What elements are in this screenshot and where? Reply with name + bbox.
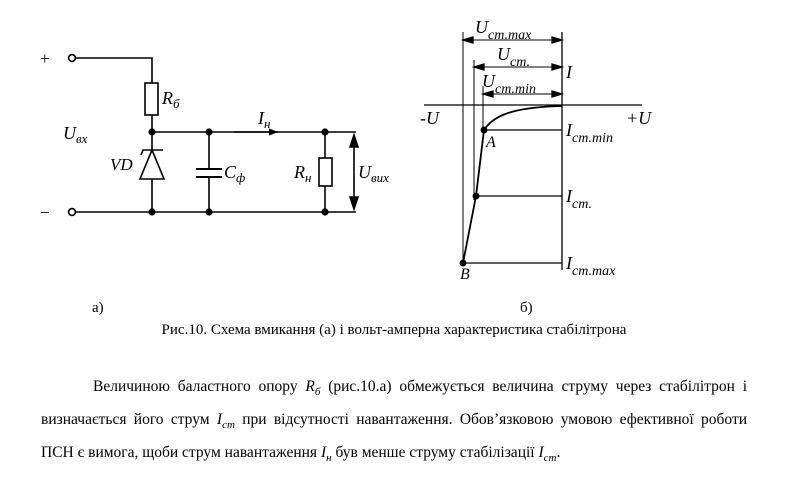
point-a-marker [480,126,488,134]
zener-diode [138,147,166,180]
vac-graph [424,32,642,270]
circuit-schematic [67,53,360,217]
label-r-load: Rн [293,162,311,185]
label-u-in: Uвх [63,123,88,146]
output-voltage-arrow [348,132,360,212]
point-b-marker [459,259,467,267]
label-vd: VD [110,155,133,174]
dimension-u-st-min [480,90,565,98]
terminal-plus [67,53,77,63]
paragraph-text-3: при відсутності навантаження. Обов’язков… [41,411,748,462]
label-point-a: A [485,134,496,151]
label-i-st-max: Iст.max [565,253,616,279]
paragraph-text-2: (рис.10.а) обмежується величина струму ч… [41,378,747,429]
symbol-i-st: Iст [216,411,235,432]
resistor-load [318,157,333,187]
dimension-u-st [471,63,565,71]
label-u-out: Uвих [358,162,389,185]
subfigure-label-a: а) [92,300,104,316]
label-point-b: B [460,266,470,283]
body-paragraph: Величиною баластного опору Rб (рис.10.а)… [41,373,747,472]
figure-caption: Рис.10. Схема вмикання (а) і вольт-ампер… [161,322,627,338]
label-axis-i: I [565,62,573,82]
terminal-minus [67,207,77,217]
label-axis-neg-u: -U [420,108,440,128]
capacitor-filter [196,168,222,178]
dimension-u-st-max [460,36,565,44]
label-minus: − [40,203,50,222]
label-u-st-min: Uст.min [482,71,536,97]
subfigure-label-b: б) [520,300,533,316]
label-plus: + [40,49,50,68]
symbol-i-load: Iн [320,444,332,465]
label-axis-pos-u: +U [626,108,652,128]
wire-top [75,57,153,83]
label-c-filter: Cф [224,162,245,185]
label-i-st-min: Iст.min [565,120,613,146]
label-r-ballast: Rб [161,88,180,111]
symbol-i-st-2: Iст [538,444,557,465]
paragraph-text-1: Величиною баластного опору [93,378,298,395]
label-u-st-max: Uст.max [475,17,532,43]
label-i-st: Iст. [565,186,592,212]
label-u-st: Uст. [497,44,530,70]
symbol-r-ballast: Rб [305,378,321,399]
label-i-load: Iн [257,108,270,131]
resistor-ballast [144,82,159,116]
paragraph-text-4: був менше струму стабілізації [335,444,535,462]
paragraph-text-5: . [556,444,561,462]
